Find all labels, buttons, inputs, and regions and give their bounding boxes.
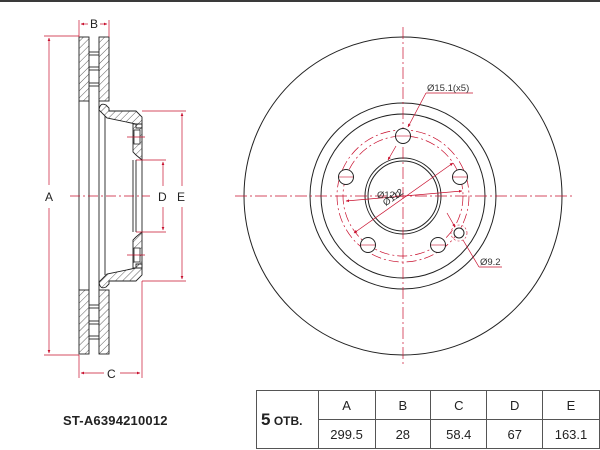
header-d: D <box>486 390 543 420</box>
value-d: 67 <box>486 419 543 449</box>
header-c: C <box>430 390 488 420</box>
dim-label-d: D <box>158 190 167 204</box>
top-border <box>0 0 600 2</box>
value-a: 299.5 <box>317 419 376 449</box>
dim-label-e: E <box>177 190 185 204</box>
bolt-hole-diameter-label: Ø15.1(x5) <box>427 83 469 94</box>
value-c: 58.4 <box>430 419 488 449</box>
specs-table: 5 ОТВ. A B C D E 299.5 28 58.4 67 163.1 <box>256 390 600 449</box>
holes-count-cell: 5 ОТВ. <box>256 390 319 449</box>
value-e: 163.1 <box>542 419 600 449</box>
holes-label: ОТВ. <box>273 413 303 428</box>
part-number: ST-A6394210012 <box>63 413 168 428</box>
holes-count: 5 <box>261 409 271 429</box>
hub-diameter-label: Ø120 <box>377 190 400 201</box>
header-e: E <box>542 390 600 420</box>
front-view: Ø15.1(x5) Ø112 Ø120 Ø9.2 <box>235 27 575 367</box>
header-b: B <box>374 390 432 420</box>
side-section-view: A B C D E <box>44 17 186 381</box>
header-a: A <box>317 390 376 420</box>
dim-label-a: A <box>45 190 53 204</box>
bolt-holes <box>338 128 468 253</box>
small-hole-diameter-label: Ø9.2 <box>480 257 501 268</box>
value-b: 28 <box>374 419 432 449</box>
dim-label-b: B <box>90 17 98 31</box>
dim-label-c: C <box>107 367 116 381</box>
